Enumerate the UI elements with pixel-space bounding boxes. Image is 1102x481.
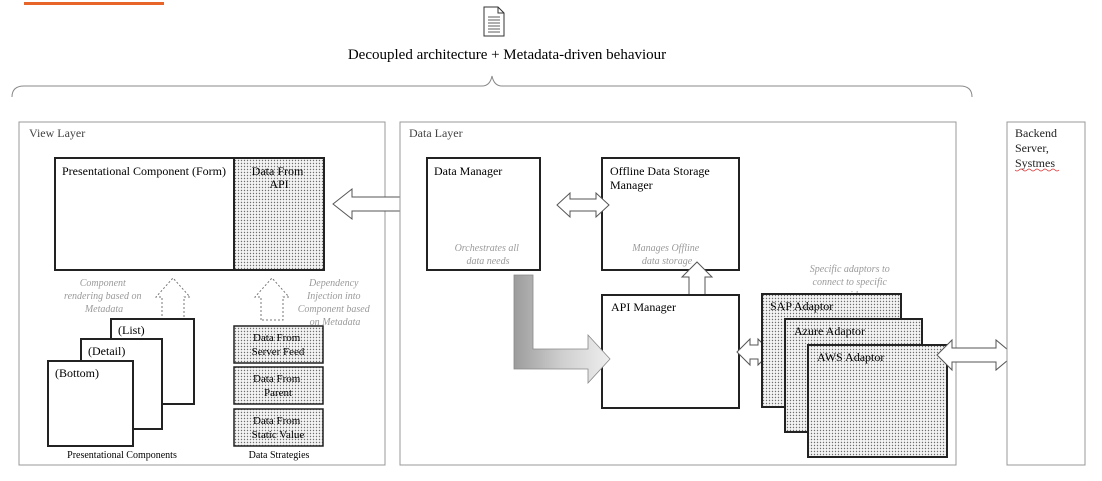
strategy-server-feed[interactable] [233, 325, 324, 364]
offline-manager-label: Manager [610, 178, 653, 192]
list-component-label: (List) [118, 323, 145, 337]
dependency-injection-arrow [253, 277, 291, 321]
svg-text:Data From Static Value: Data From Static Value [252, 415, 305, 441]
diagram-title: Decoupled architecture + Metadata-driven… [348, 47, 666, 63]
component-rendering-arrow [154, 277, 192, 321]
aws-adaptor-box[interactable] [807, 344, 948, 458]
offline-storage-note: Manages Offline data storage [631, 243, 701, 267]
adaptors-backend-double-arrow [936, 338, 1015, 372]
data-layer-label: Data Layer [409, 126, 463, 140]
svg-text:Backend Server, Systme: Backend Server, Systmes [1015, 126, 1060, 170]
svg-text:Data From API: Data From API [252, 164, 307, 191]
data-from-api-box[interactable] [233, 157, 325, 271]
svg-text:Offline Data Storage Manag: Offline Data Storage Manager [610, 164, 713, 192]
bottom-component-card[interactable] [47, 360, 134, 447]
data-from-api-line: API [269, 177, 288, 191]
dependency-injection-note: Dependency Injection into Component base… [298, 278, 372, 328]
azure-adaptor-label: Azure Adaptor [794, 324, 865, 338]
data-offline-double-arrow [556, 191, 610, 219]
view-layer-label: View Layer [29, 126, 85, 140]
detail-component-label: (Detail) [88, 344, 125, 358]
backend-label: Server, [1015, 141, 1049, 155]
svg-text:Data From Server Feed: Data From Server Feed [252, 332, 305, 358]
scope-brace [11, 75, 973, 98]
api-manager-box[interactable] [601, 294, 740, 409]
data-to-api-bent-arrow [513, 274, 611, 385]
api-manager-label: API Manager [611, 300, 676, 314]
offline-manager-label: Offline Data Storage [610, 164, 710, 178]
data-manager-note: Orchestrates all data needs [455, 243, 522, 267]
data-manager-label: Data Manager [434, 164, 502, 178]
backend-label: Backend [1015, 126, 1057, 140]
accent-line [24, 2, 164, 5]
svg-text:Data From Parent: Data From Parent [253, 373, 303, 399]
form-component-label: Presentational Component (Form) [62, 164, 226, 178]
component-rendering-note: Component rendering based on Metadata [64, 278, 144, 315]
aws-adaptor-label: AWS Adaptor [817, 350, 884, 364]
data-manager-box[interactable] [426, 157, 541, 271]
data-strategies-caption: Data Strategies [249, 450, 310, 461]
data-from-api-line: Data From [252, 164, 304, 178]
document-icon [483, 6, 505, 37]
strategy-parent[interactable] [233, 366, 324, 405]
strategy-static-value[interactable] [233, 408, 324, 447]
presentational-components-caption: Presentational Components [67, 450, 177, 461]
backend-panel [1006, 121, 1086, 466]
offline-storage-manager-box[interactable] [601, 157, 740, 271]
sap-adaptor-label: SAP Adaptor [770, 299, 833, 313]
spellcheck-underline [1014, 168, 1060, 172]
backend-label: Systmes [1015, 156, 1055, 170]
bottom-component-label: (Bottom) [55, 366, 99, 380]
